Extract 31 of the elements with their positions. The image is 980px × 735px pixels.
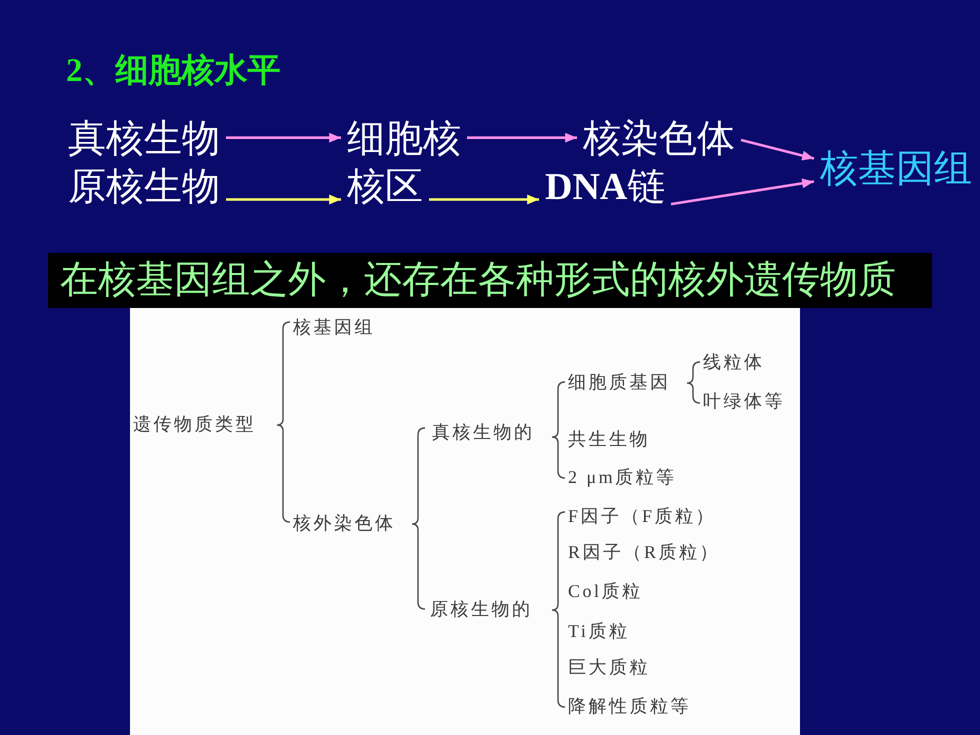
category-label: 核外染色体	[293, 513, 396, 535]
category-label: R因子（R质粒）	[568, 542, 720, 564]
term-label: 核区	[347, 165, 423, 211]
category-label: 降解性质粒等	[568, 696, 691, 718]
arrow	[670, 178, 814, 206]
term-label: 细胞核	[347, 117, 461, 163]
term-label: DNA链	[545, 165, 666, 211]
arrow	[429, 194, 539, 204]
category-label: Col质粒	[568, 581, 643, 603]
term-label: 核染色体	[583, 117, 735, 163]
category-label: 叶绿体等	[703, 391, 785, 413]
category-label: F因子（F质粒）	[568, 506, 716, 528]
arrow	[740, 138, 814, 160]
category-label: 细胞质基因	[568, 372, 670, 394]
category-label: 核基因组	[293, 317, 375, 339]
term-label: 真核生物	[68, 117, 220, 163]
category-label: 真核生物的	[432, 422, 534, 444]
category-label: 巨大质粒	[568, 657, 650, 679]
category-label: 原核生物的	[430, 599, 532, 621]
term-label: 原核生物	[68, 165, 220, 211]
arrow	[226, 194, 341, 204]
arrow	[226, 132, 341, 143]
arrow	[467, 132, 577, 143]
category-label: 遗传物质类型	[133, 414, 256, 436]
term-label: 核基因组	[820, 147, 972, 193]
category-label: 共生生物	[568, 429, 650, 451]
highlight-banner: 在核基因组之外，还存在各种形式的核外遗传物质	[48, 253, 932, 308]
slide-title: 2、细胞核水平	[66, 52, 280, 91]
category-label: 线粒体	[703, 352, 764, 374]
category-label: 2 μm质粒等	[568, 467, 677, 489]
category-label: Ti质粒	[568, 621, 630, 643]
